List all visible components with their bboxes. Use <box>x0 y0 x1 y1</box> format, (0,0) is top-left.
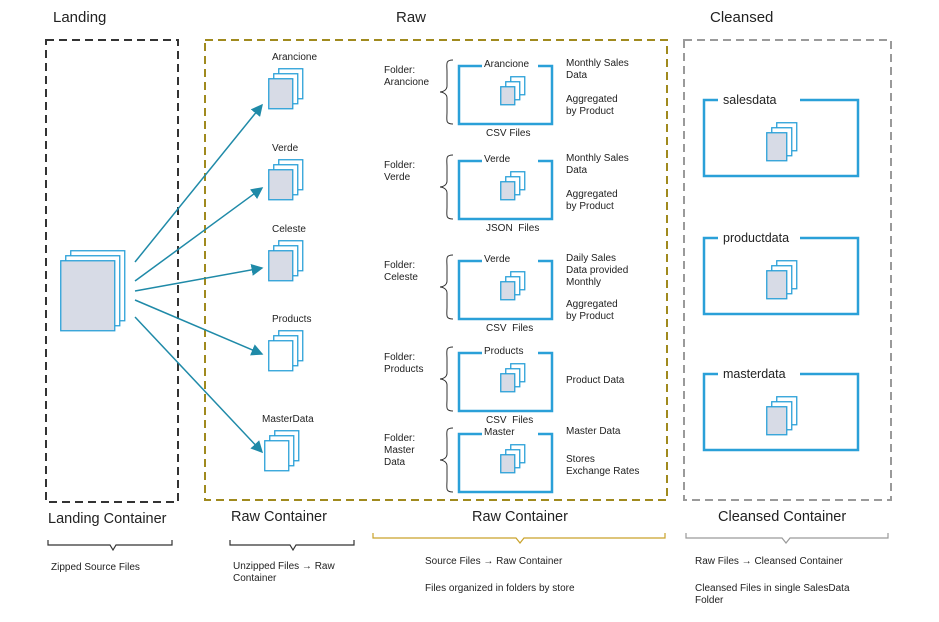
unzipped-file-icon <box>268 68 304 110</box>
cleansed-container-label: Cleansed Container <box>718 509 847 525</box>
raw-right-brace <box>372 533 666 544</box>
raw-left-note: Unzipped Files → Raw Container <box>233 561 335 584</box>
cleansed-document-icon <box>766 396 798 436</box>
raw-container-label-right: Raw Container <box>472 509 568 525</box>
folder-description: Monthly Sales Data <box>566 153 629 176</box>
cleansed-brace <box>685 533 889 544</box>
folder-document-icon <box>500 444 526 474</box>
unzipped-file-label: Arancione <box>272 52 318 63</box>
folder-description-detail: Aggregated by Product <box>566 299 618 322</box>
folder-description-detail: Aggregated by Product <box>566 189 618 212</box>
landing-brace <box>47 540 173 552</box>
unzipped-file-label: Celeste <box>272 224 306 235</box>
file-type-label: CSV Files <box>486 415 534 426</box>
cleansed-folder-label: productdata <box>723 231 790 245</box>
arrow-to-products <box>134 299 264 356</box>
folder-title: Arancione <box>484 59 530 70</box>
cleansed-document-icon <box>766 260 798 300</box>
zip-document-stack-icon <box>60 250 126 332</box>
folder-description-detail: Stores Exchange Rates <box>566 454 640 477</box>
folder-description-detail: Aggregated by Product <box>566 94 618 117</box>
raw-right-note-2: Files organized in folders by store <box>425 583 575 594</box>
folder-description: Product Data <box>566 375 625 386</box>
unzipped-file-label: Products <box>272 314 312 325</box>
folder-document-icon <box>500 363 526 393</box>
file-type-label: JSON Files <box>486 223 540 234</box>
folder-label: Folder: Celeste <box>384 260 418 283</box>
landing-container-border <box>45 39 179 503</box>
unzipped-file-icon <box>268 240 304 282</box>
landing-container-label: Landing Container <box>48 511 167 527</box>
distribution-arrows <box>134 103 264 454</box>
folder-document-icon <box>500 76 526 106</box>
arrow-to-arancione <box>134 103 263 263</box>
raw-container-label-left: Raw Container <box>231 509 327 525</box>
arrow-to-masterdata <box>134 316 264 454</box>
unzipped-file-label: MasterData <box>262 414 314 425</box>
cleansed-document-icon <box>766 122 798 162</box>
file-type-label: CSV Files <box>486 323 534 334</box>
folder-description: Monthly Sales Data <box>566 58 629 81</box>
folder-title: Verde <box>484 254 511 265</box>
file-type-label: CSV Files <box>486 128 531 139</box>
folder-title: Products <box>484 346 524 357</box>
folder-label: Folder: Verde <box>384 160 416 183</box>
raw-right-note-1: Source Files → Raw Container <box>425 556 563 567</box>
cleansed-container-border <box>683 39 892 501</box>
unzipped-file-icon <box>268 159 304 201</box>
cleansed-folder-label: salesdata <box>723 93 777 107</box>
folder-label: Folder: Products <box>384 352 424 375</box>
cleansed-title: Cleansed <box>710 9 774 26</box>
folder-label: Folder: Arancione <box>384 65 430 88</box>
arrow-to-celeste <box>134 263 264 292</box>
unzipped-file-icon <box>268 330 304 372</box>
folder-description: Daily Sales Data provided Monthly <box>566 253 629 288</box>
arrow-to-verde <box>134 187 264 282</box>
folder-description: Master Data <box>566 426 621 437</box>
raw-left-brace <box>229 540 355 552</box>
folder-label: Folder: Master Data <box>384 433 416 468</box>
raw-title: Raw <box>396 9 427 26</box>
cleansed-note-1: Raw Files → Cleansed Container <box>695 556 843 567</box>
landing-title: Landing <box>53 9 107 26</box>
cleansed-folder-label: masterdata <box>723 367 786 381</box>
unzipped-file-label: Verde <box>272 143 299 154</box>
cleansed-note-2: Cleansed Files in single SalesData Folde… <box>695 583 850 606</box>
raw-container-border <box>204 39 668 501</box>
folder-title: Verde <box>484 154 511 165</box>
unzipped-file-icon <box>264 430 300 472</box>
folder-title: Master <box>484 427 515 438</box>
folder-document-icon <box>500 171 526 201</box>
folder-document-icon <box>500 271 526 301</box>
landing-note: Zipped Source Files <box>51 562 140 573</box>
